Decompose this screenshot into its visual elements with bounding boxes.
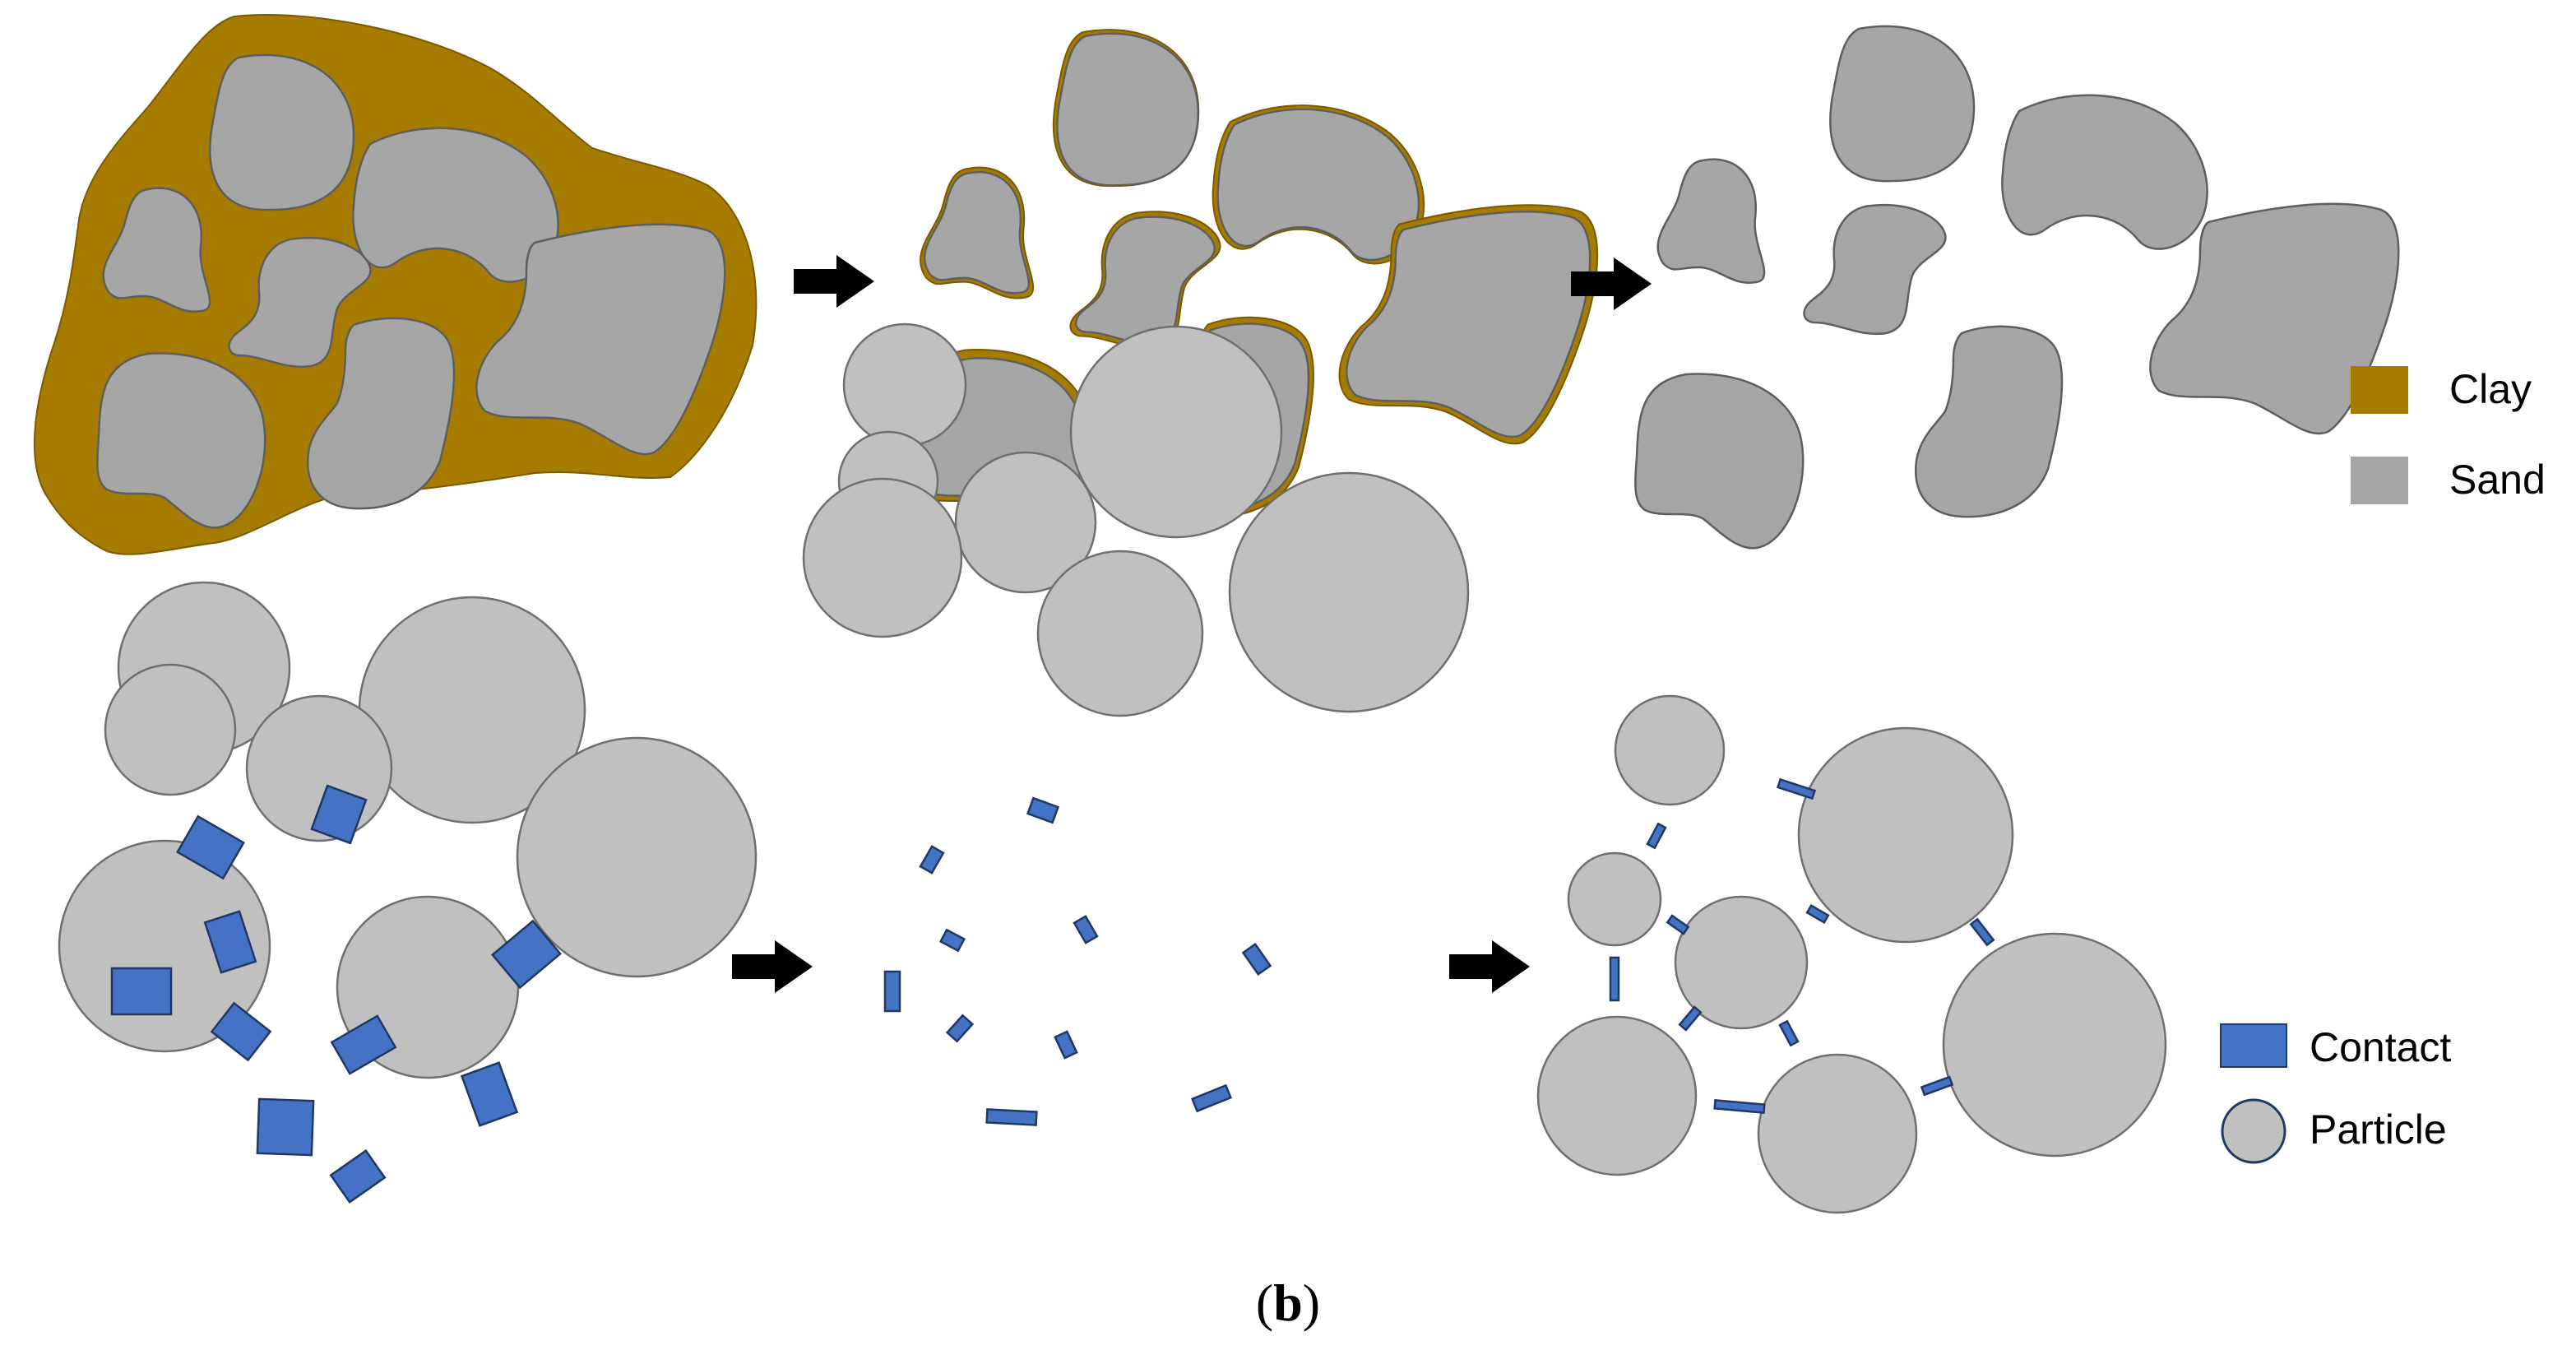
panel-a: Clay Sand (a) bbox=[33, 14, 2546, 649]
contact-bond bbox=[1666, 914, 1690, 935]
particle bbox=[1614, 694, 1726, 806]
legend-a: Clay Sand bbox=[2351, 366, 2546, 504]
contact-bond bbox=[1073, 915, 1099, 944]
contact-swatch bbox=[2220, 1023, 2287, 1068]
particle bbox=[516, 736, 758, 978]
contact-bond bbox=[919, 845, 945, 874]
contact-bond bbox=[1920, 1075, 1954, 1097]
particle bbox=[802, 477, 963, 638]
contact-bond bbox=[1190, 1083, 1233, 1113]
sand-grain bbox=[1634, 373, 1805, 550]
contact-bond bbox=[110, 967, 173, 1016]
right-arrow-icon bbox=[1449, 940, 1530, 993]
stage-b1 bbox=[58, 581, 758, 1204]
contact-bond bbox=[329, 1148, 387, 1204]
contact-bond bbox=[945, 1014, 975, 1043]
stage-a1-clay-matrix bbox=[33, 14, 758, 555]
particle bbox=[1536, 1015, 1698, 1176]
sand-grain bbox=[2001, 94, 2208, 250]
contact-bond bbox=[1054, 1030, 1078, 1060]
contact-bond bbox=[460, 1061, 519, 1127]
legend-label-clay: Clay bbox=[2449, 366, 2532, 412]
stage-a3-bare-grains bbox=[1634, 25, 2400, 550]
contact-bond bbox=[203, 910, 257, 974]
contact-bond bbox=[985, 1108, 1038, 1126]
contact-bond bbox=[210, 1001, 272, 1062]
contact-bond bbox=[883, 970, 901, 1013]
particle bbox=[104, 663, 237, 796]
particle bbox=[842, 322, 967, 448]
stage-b3 bbox=[1536, 694, 2167, 1214]
particle bbox=[1757, 1053, 1918, 1214]
contact-bond bbox=[1678, 1005, 1703, 1032]
contact-bond bbox=[256, 1097, 315, 1157]
contact-bond bbox=[1776, 777, 1817, 800]
particle bbox=[1036, 550, 1204, 717]
panel-label-b: (b) bbox=[1256, 1273, 1320, 1332]
particle bbox=[1228, 471, 1470, 713]
clay-swatch bbox=[2351, 366, 2408, 414]
legend-b: Contact Particle bbox=[2220, 1023, 2451, 1164]
sand-grain bbox=[1914, 325, 2064, 518]
sand-grain bbox=[1656, 158, 1766, 284]
contact-bond bbox=[330, 1014, 397, 1075]
contact-bond bbox=[176, 814, 245, 880]
sand-grain bbox=[1803, 203, 1947, 336]
sand-swatch bbox=[2351, 457, 2408, 504]
contact-bond bbox=[1778, 1019, 1800, 1047]
sand-grain bbox=[1829, 25, 1976, 183]
particle bbox=[1797, 726, 2014, 944]
contact-bond bbox=[491, 919, 562, 990]
right-arrow-icon bbox=[732, 940, 813, 993]
legend-label-contact: Contact bbox=[2310, 1024, 2451, 1070]
panel-b: Contact Particle (b) bbox=[58, 322, 2451, 1332]
contact-bond bbox=[1026, 796, 1060, 824]
sand-grain bbox=[1074, 216, 1216, 345]
right-arrow-icon bbox=[794, 255, 874, 308]
contact-bond bbox=[1713, 1099, 1766, 1114]
contact-bond bbox=[1969, 917, 1995, 947]
particle bbox=[1674, 895, 1809, 1030]
particle bbox=[1069, 325, 1283, 539]
contact-bond bbox=[1805, 903, 1830, 925]
stage-b2 bbox=[802, 322, 1470, 1126]
particle bbox=[1942, 932, 2167, 1157]
contact-bond bbox=[1241, 942, 1272, 977]
contact-bond bbox=[1646, 822, 1667, 850]
contact-bond bbox=[1609, 956, 1620, 1002]
legend-label-particle: Particle bbox=[2310, 1106, 2447, 1153]
sand-grain bbox=[923, 170, 1031, 295]
particle-circle bbox=[2221, 1098, 2286, 1164]
particle bbox=[1567, 851, 1662, 947]
legend-label-sand: Sand bbox=[2449, 457, 2546, 503]
contact-bond bbox=[310, 784, 368, 845]
contact-bond bbox=[938, 928, 966, 953]
particle bbox=[954, 451, 1097, 594]
